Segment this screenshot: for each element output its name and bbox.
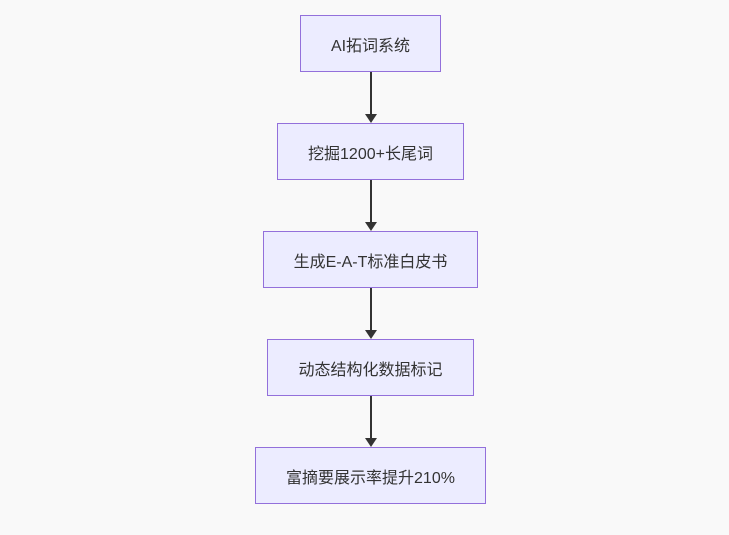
flow-node-label: 富摘要展示率提升210% <box>286 469 455 487</box>
flow-node-label: 动态结构化数据标记 <box>298 361 443 379</box>
flow-node-label: AI拓词系统 <box>330 37 411 55</box>
flowchart: AI拓词系统 挖掘1200+长尾词 生成E-A-T标准白皮书 动态结构化数据标记 <box>6 15 729 504</box>
arrow-down-2 <box>364 180 378 231</box>
arrow-down-3 <box>364 288 378 339</box>
arrow-head-icon <box>364 330 377 339</box>
flow-node-structured-data: 动态结构化数据标记 <box>267 339 474 396</box>
flow-node-eat-whitepaper: 生成E-A-T标准白皮书 <box>262 231 479 288</box>
arrow-head-icon <box>364 438 377 447</box>
arrow-line <box>369 396 372 438</box>
arrow-head-icon <box>364 222 377 231</box>
arrow-down-1 <box>364 72 378 123</box>
arrow-line <box>369 180 372 222</box>
flow-node-label: 挖掘1200+长尾词 <box>308 145 433 163</box>
flow-node-ai-word-system: AI拓词系统 <box>299 15 442 72</box>
arrow-line <box>369 72 372 114</box>
flow-node-rich-snippet-result: 富摘要展示率提升210% <box>255 447 486 504</box>
flow-node-label: 生成E-A-T标准白皮书 <box>293 253 448 271</box>
arrow-down-4 <box>364 396 378 447</box>
arrow-head-icon <box>364 114 377 123</box>
flow-node-longtail-mining: 挖掘1200+长尾词 <box>277 123 464 180</box>
arrow-line <box>369 288 372 330</box>
